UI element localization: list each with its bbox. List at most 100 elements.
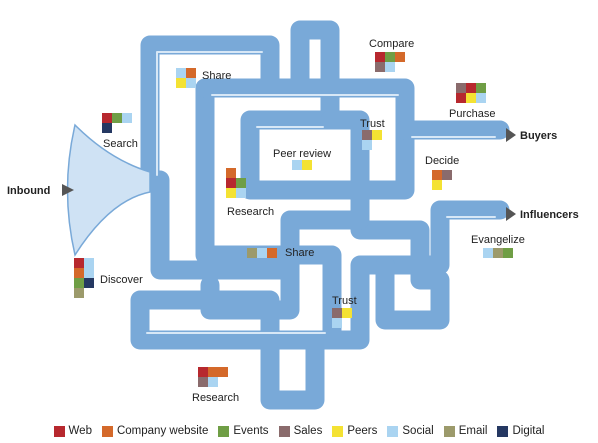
channel-tile-social [332,318,342,328]
channel-tile-social [176,68,186,78]
channel-tile-events [74,278,84,288]
label-search: Search [103,138,138,150]
channel-tile-web [226,178,236,188]
legend-label: Company website [116,425,209,437]
channel-tile-company-website [226,168,236,178]
channel-tile-social [236,188,246,198]
label-trust-top: Trust [360,118,385,130]
channel-tile-web [466,83,476,93]
label-research-bottom: Research [192,392,239,404]
label-peer-review: Peer review [273,148,331,160]
channel-tile-sales [442,170,452,180]
channel-tile-company-website [218,367,228,377]
channel-tile-social [362,140,372,150]
label-buyers: Buyers [520,130,557,142]
legend-swatch [53,425,65,437]
legend-swatch [278,425,290,437]
label-discover: Discover [100,274,143,286]
channel-tile-social [483,248,493,258]
channel-tile-peers [372,130,382,140]
legend-label: Digital [512,425,545,437]
channel-tile-events [112,113,122,123]
channel-tile-email [247,248,257,258]
channel-tile-sales [362,130,372,140]
legend-label: Social [402,425,434,437]
channel-tile-peers [342,308,352,318]
channel-tile-company-website [186,68,196,78]
legend-swatch [443,425,455,437]
label-influencers: Influencers [520,209,579,221]
pipe-network [130,20,510,410]
label-purchase: Purchase [449,108,495,120]
channel-tile-web [375,52,385,62]
arrow-icon [506,207,516,221]
channel-tile-digital [84,278,94,288]
channel-tile-social [186,78,196,88]
label-compare: Compare [369,38,414,50]
channel-tiles [74,52,513,387]
channel-tile-company-website [267,248,277,258]
legend-item-web: Web [53,425,92,437]
legend-swatch [332,425,344,437]
channel-tile-sales [198,377,208,387]
label-trust-bottom: Trust [332,295,357,307]
legend: Web Company website Events Sales Peers Social… [0,420,598,442]
channel-tile-social [84,268,94,278]
legend-label: Events [233,425,269,437]
legend-item-social: Social [387,425,434,437]
channel-tile-events [503,248,513,258]
legend-item-sales: Sales [278,425,323,437]
arrow-icon [506,128,516,142]
channel-tile-company-website [208,367,218,377]
channel-tile-web [74,258,84,268]
channel-tile-events [236,178,246,188]
channel-tile-web [102,113,112,123]
channel-tile-web [198,367,208,377]
legend-swatch [101,425,113,437]
legend-label: Web [68,425,92,437]
legend-label: Sales [293,425,323,437]
channel-tile-social [476,93,486,103]
channel-tile-social [122,113,132,123]
legend-swatch [218,425,230,437]
channel-tile-company-website [395,52,405,62]
pipe-loop-right [320,110,510,330]
legend-label: Email [458,425,488,437]
legend-swatch [497,425,509,437]
channel-tile-peers [176,78,186,88]
legend-item-email: Email [443,425,488,437]
label-decide: Decide [425,155,459,167]
legend-item-peers: Peers [332,425,377,437]
channel-tile-events [385,52,395,62]
channel-tile-social [385,62,395,72]
channel-tile-company-website [432,170,442,180]
legend-item-events: Events [218,425,269,437]
channel-tile-digital [102,123,112,133]
channel-tile-web [456,93,466,103]
legend-item-company-website: Company website [101,425,209,437]
channel-tile-peers [432,180,442,190]
pipe-loop-bottom [150,170,370,320]
label-inbound: Inbound [7,185,50,197]
label-share-top: Share [202,70,231,82]
arrow-icon [62,184,74,196]
label-evangelize: Evangelize [471,234,525,246]
channel-tile-peers [302,160,312,170]
label-research-mid: Research [227,206,274,218]
legend-label: Peers [347,425,378,437]
channel-tile-email [74,288,84,298]
channel-tile-social [208,377,218,387]
channel-tile-social [257,248,267,258]
legend-swatch [387,425,399,437]
channel-tile-events [476,83,486,93]
channel-tile-peers [226,188,236,198]
channel-tile-peers [466,93,476,103]
channel-tile-sales [332,308,342,318]
channel-tile-email [493,248,503,258]
channel-tile-sales [375,62,385,72]
label-share-mid: Share [285,247,314,259]
inbound-funnel [66,123,151,257]
channel-tile-social [292,160,302,170]
pipe-highlight [146,51,496,334]
